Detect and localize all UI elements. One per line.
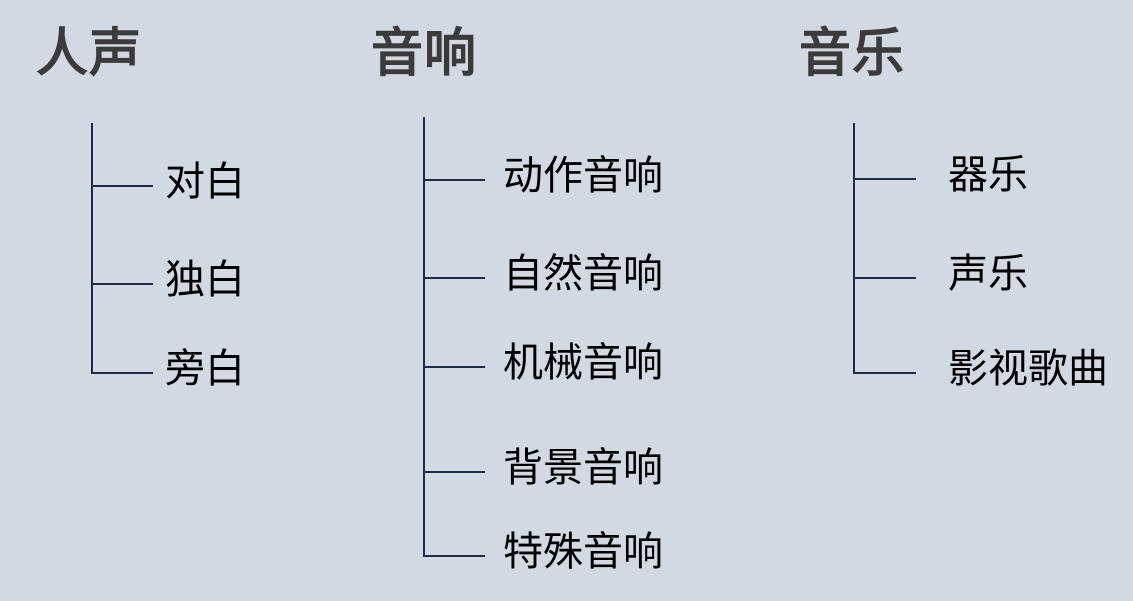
tree-trunk-line [853, 123, 855, 374]
branch-line [423, 471, 485, 473]
tree-trunk-line [423, 117, 425, 557]
tree-node-label-monologue: 独白 [165, 258, 245, 302]
tree-heading-music: 音乐 [799, 25, 906, 83]
tree-node-label-background-sound: 背景音响 [503, 446, 663, 490]
branch-line [423, 277, 485, 279]
branch-line [853, 178, 916, 180]
tree-node-label-action-sound: 动作音响 [503, 154, 663, 198]
branch-line [91, 372, 153, 374]
tree-node-label-special-sound: 特殊音响 [503, 530, 663, 574]
branch-line [423, 555, 485, 557]
tree-node-label-film-songs: 影视歌曲 [948, 347, 1108, 391]
tree-node-label-narration: 旁白 [165, 347, 245, 391]
tree-node-label-vocal: 声乐 [948, 252, 1028, 296]
branch-line [91, 283, 153, 285]
tree-node-label-natural-sound: 自然音响 [503, 252, 663, 296]
tree-trunk-line [91, 123, 93, 374]
branch-line [91, 185, 153, 187]
tree-node-label-dialogue: 对白 [165, 160, 245, 204]
branch-line [853, 372, 916, 374]
branch-line [423, 366, 485, 368]
tree-heading-human-voice: 人声 [36, 25, 143, 83]
tree-heading-sound-effects: 音响 [371, 25, 478, 83]
tree-node-label-instrumental: 器乐 [948, 153, 1028, 197]
branch-line [853, 277, 916, 279]
tree-node-label-mechanical-sound: 机械音响 [503, 341, 663, 385]
branch-line [423, 179, 485, 181]
